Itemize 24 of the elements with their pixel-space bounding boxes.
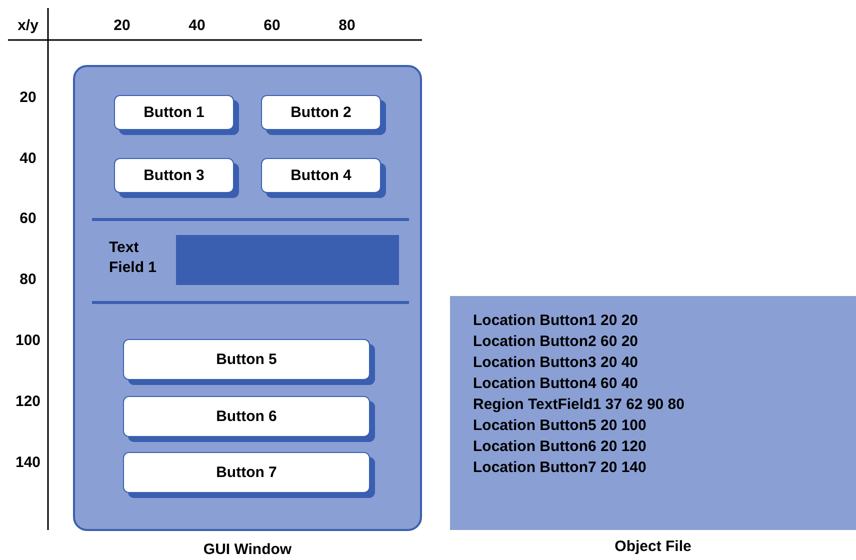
text-field (176, 235, 399, 285)
file-record-line: Location Button6 20 120 (473, 438, 646, 455)
axis-tick-label: 80 (20, 271, 36, 288)
axis-tick-label: 40 (20, 150, 36, 167)
axis-tick-label: 120 (15, 393, 41, 410)
axis-tick-label: 80 (338, 17, 356, 34)
panel-caption: GUI Window (203, 541, 292, 558)
axis-tick-label: 20 (114, 17, 130, 34)
file-record-line: Location Button2 60 20 (473, 333, 638, 350)
axis-tick-label: 60 (264, 17, 280, 34)
axis-tick-label: x/y (18, 17, 38, 34)
axis-tick-label: 40 (188, 17, 206, 34)
file-record-line: Location Button4 60 40 (473, 375, 638, 392)
file-record-line: Region TextField1 37 62 90 80 (473, 396, 684, 413)
file-record-line: Location Button1 20 20 (473, 312, 638, 329)
axis-tick-label: 60 (20, 210, 36, 227)
file-record-line: Location Button7 20 140 (473, 459, 646, 476)
file-record-line: Location Button3 20 40 (473, 354, 638, 371)
field-label: Text Field 1 (109, 238, 158, 278)
file-record-line: Location Button5 20 100 (473, 417, 646, 434)
axis-tick-label: 140 (15, 454, 41, 471)
panel-caption: Object File (614, 538, 692, 555)
axis-tick-label: 100 (15, 332, 41, 349)
axis-tick-label: 20 (20, 89, 36, 106)
